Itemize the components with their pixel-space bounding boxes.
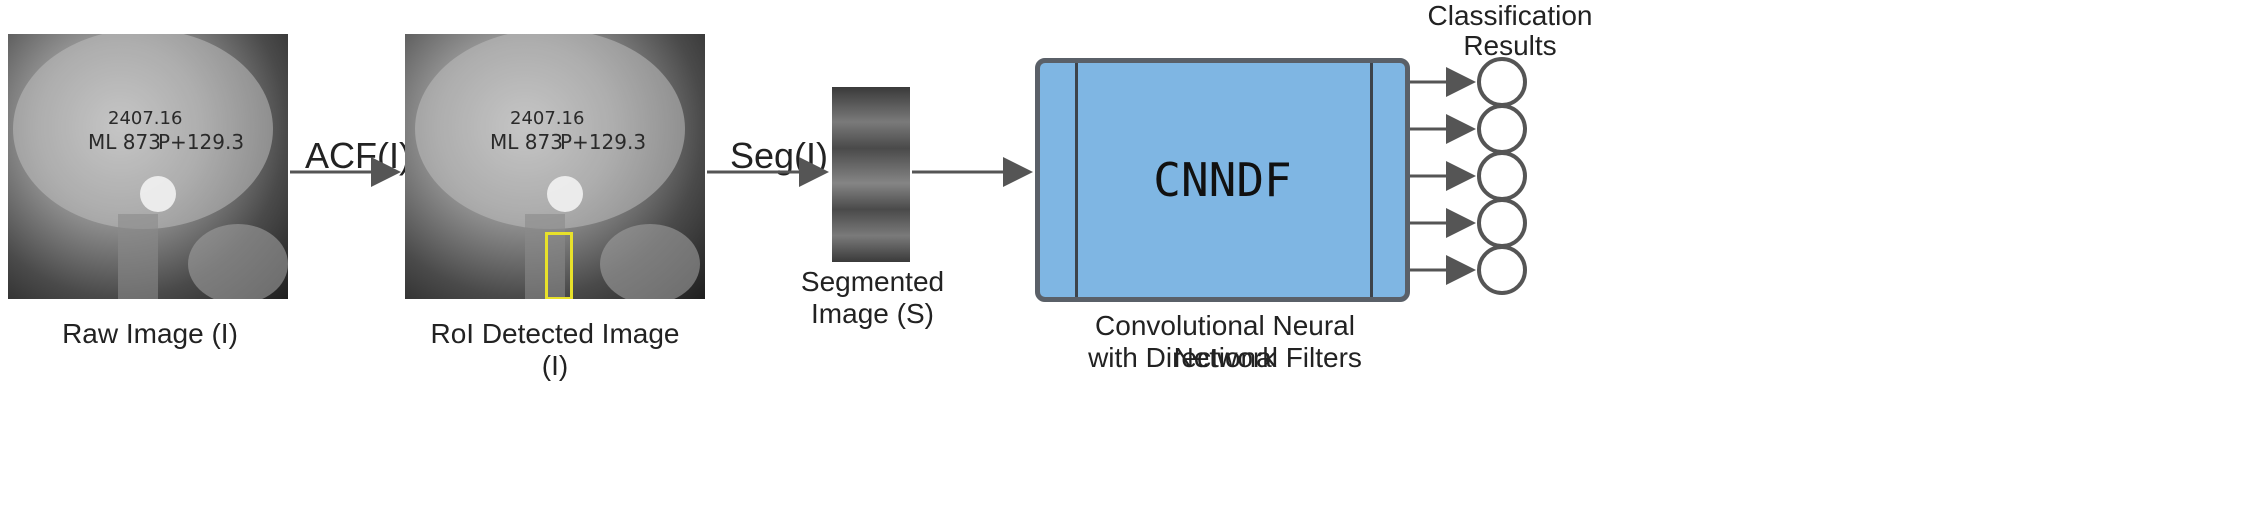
- raw-image-caption: Raw Image (I): [62, 318, 238, 349]
- cnn-caption-line2: with Directional Filters: [1088, 342, 1362, 373]
- cnndf-title: CNNDF: [1153, 153, 1292, 207]
- raw-xray-text-1: ML 873: [88, 130, 161, 154]
- roi-xray-image: ML 873 P+129.3 2407.16: [405, 34, 705, 299]
- raw-xray-image: ML 873 P+129.3 2407.16: [8, 34, 288, 299]
- roi-image-caption: RoI Detected Image (I): [430, 318, 680, 381]
- roi-xray-text-2: P+129.3: [560, 130, 646, 154]
- raw-xray-text-2: P+129.3: [158, 130, 244, 154]
- result-node-2: [1477, 104, 1527, 154]
- roi-skull-illustration: ML 873 P+129.3 2407.16: [415, 34, 700, 299]
- result-node-4: [1477, 198, 1527, 248]
- cnndf-block: CNNDF: [1035, 58, 1410, 302]
- cnn-caption-line1: Convolutional Neural Network: [1095, 310, 1355, 373]
- segmented-caption-line1: Segmented: [800, 266, 945, 297]
- roi-xray-text-1: ML 873: [490, 130, 563, 154]
- cnndf-left-divider: [1075, 63, 1078, 297]
- result-node-1: [1477, 57, 1527, 107]
- segmented-image: [832, 87, 910, 262]
- roi-bounding-box: [545, 232, 573, 299]
- cnndf-right-divider: [1370, 63, 1373, 297]
- segmented-caption-line2: Image (S): [811, 298, 934, 329]
- raw-xray-text-3: 2407.16: [108, 108, 182, 129]
- raw-skull-illustration: ML 873 P+129.3 2407.16: [13, 34, 288, 299]
- roi-xray-text-3: 2407.16: [510, 108, 584, 129]
- result-node-5: [1477, 245, 1527, 295]
- results-caption-line1: Classification: [1427, 0, 1593, 31]
- results-caption-line2: Results: [1463, 30, 1557, 61]
